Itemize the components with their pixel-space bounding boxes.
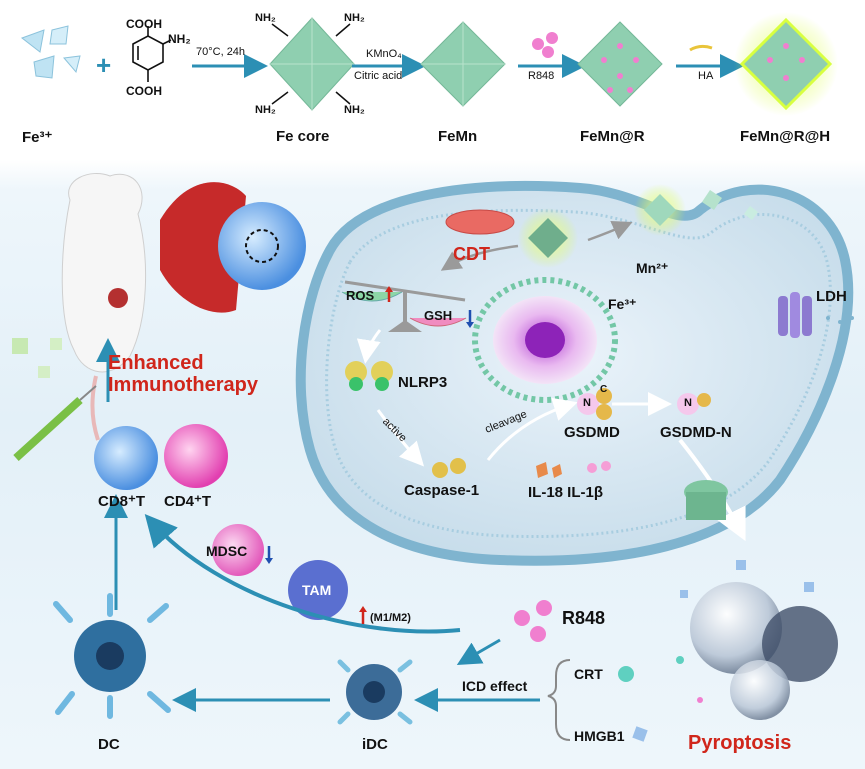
cd4-label: CD4⁺T [164,493,212,510]
gsh-label: GSH [424,308,453,323]
membrane-pore [684,480,728,520]
brace [547,659,571,741]
pyroptosis-label: Pyroptosis [688,732,792,754]
nanoparticle-in-cell [518,208,578,268]
femn-label: FeMn [438,128,478,145]
interleukin-label: IL-18 IL-1β [528,484,603,501]
arrow-r848-to-tcells [144,513,461,634]
gsdmd-n-fragment-n: N [684,397,692,409]
femnr-label: FeMn@R [580,128,645,145]
ligand-structure [132,26,172,82]
ligand-cooh-top: COOH [126,17,162,31]
hmgb1-label: HMGB1 [574,728,625,744]
cdt-label: CDT [453,244,490,264]
nlrp3-complex [345,361,393,391]
cd8-label: CD8⁺T [98,493,146,510]
ros-label: ROS [346,288,375,303]
femnr-octahedron [577,21,663,107]
entering-particle [634,184,758,236]
mdsc-cell [212,524,264,576]
mn2-label: Mn²⁺ [636,260,669,276]
gsh-down-arrowhead [466,322,474,328]
r848-label: R848 [562,608,606,628]
idc-label: iDC [362,736,388,753]
mdsc-down-arrowhead [265,558,273,564]
ligand-nh2: NH₂ [168,32,191,46]
r848-arrow-label: R848 [528,70,555,82]
fe-core-label: Fe core [276,128,330,145]
mitochondrion [445,209,515,235]
mdsc-label: MDSC [206,543,248,559]
gsdmd-c-terminal: C [600,384,608,395]
condition-temp: 70°C, 24h [196,46,246,58]
gsdmd-n-protein [677,393,711,415]
dc-cell [53,593,171,719]
femnrh-label: FeMn@R@H [740,128,831,145]
mouse [61,172,147,441]
core-nh2-tr: NH₂ [344,12,365,24]
plus-sign: + [96,50,111,80]
ldh-label: LDH [816,288,847,305]
gsdmd-label: GSDMD [564,424,620,441]
arrow-release [587,220,633,242]
gsdmd-protein [577,388,612,420]
femnrh-octahedron [734,12,838,116]
tam-label: TAM [302,582,332,598]
cd4-t-cell [164,424,228,488]
tam-up-arrowhead [359,606,367,612]
immunotherapy-label-text: Immunotherapy [108,374,259,396]
kmno4-label: KMnO₄ [366,48,402,60]
icd-effect-label: ICD effect [462,678,528,694]
fe3-crystals [20,25,81,79]
core-nh2-bl: NH₂ [255,104,276,116]
cd8-t-cell [94,426,158,490]
tumor-tissue [160,182,306,313]
enhanced-label: Enhanced [108,352,204,374]
ha-arrow-label: HA [698,70,714,82]
fe3-label: Fe³⁺ [22,129,53,146]
gsdmd-n-label: GSDMD-N [660,424,732,441]
nucleus [472,277,618,403]
ligand-cooh-bottom: COOH [126,84,162,98]
citric-acid-label: Citric acid [354,70,403,82]
arrow-active [376,409,425,467]
arrow-cleavage [486,397,578,461]
r848-dots-top [532,32,558,58]
tam-cell [288,560,348,620]
r848-dots [514,600,552,642]
ros-up-arrowhead [385,286,393,292]
pyroptosis-cells [676,560,838,720]
caspase-label: Caspase-1 [404,482,480,499]
crt-label: CRT [574,666,603,682]
arrow-to-nlrp3 [356,329,382,364]
ros-gsh-balance [341,280,467,332]
nlrp3-label: NLRP3 [398,374,448,391]
arrow-cdt-to-ros [440,244,519,271]
gsdmd-n-terminal: N [583,397,591,409]
floating-particles-left [12,338,62,378]
m1m2-label: (M1/M2) [370,612,411,624]
fe3-cell-label: Fe³⁺ [608,296,637,312]
femn-octahedron [420,21,506,107]
hmgb1-cube [632,726,648,742]
syringe [13,385,97,461]
idc-cell [337,659,413,725]
ldh-channel [778,292,854,338]
dc-label: DC [98,736,120,753]
arrow-r848-to-idc [456,638,501,666]
core-nh2-tl: NH₂ [255,12,276,24]
core-nh2-br: NH₂ [344,104,365,116]
fe-core-octahedron [269,17,355,111]
cytokines [536,461,611,478]
ha-strand [689,44,713,52]
caspase-complex [432,458,466,478]
crt-dot [618,666,634,682]
